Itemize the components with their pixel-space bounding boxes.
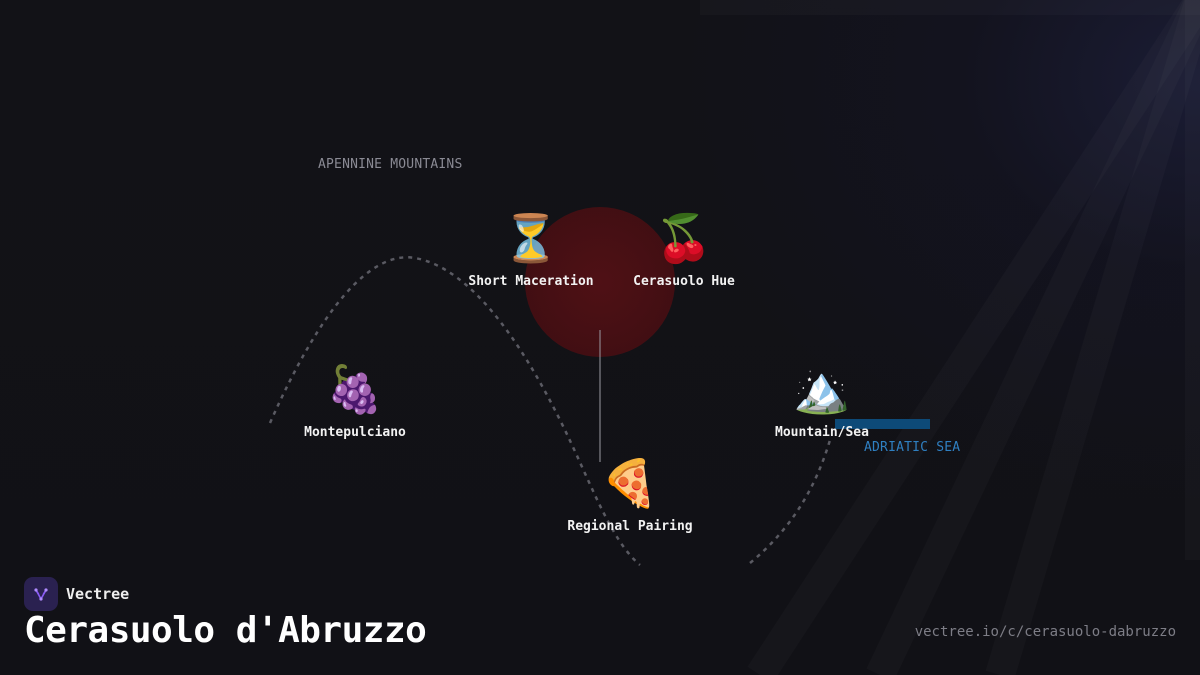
sea-dashed-path <box>749 439 832 564</box>
sea-label: ADRIATIC SEA <box>864 440 961 455</box>
node-regional-pairing[interactable]: 🍕 Regional Pairing <box>545 455 715 534</box>
mountain-dashed-path <box>268 256 641 566</box>
brand-name: Vectree <box>66 585 130 603</box>
node-label: Regional Pairing <box>567 519 693 534</box>
node-label: Mountain/Sea <box>775 425 869 440</box>
node-short-maceration[interactable]: ⏳ Short Maceration <box>446 210 616 289</box>
source-url[interactable]: vectree.io/c/cerasuolo-dabruzzo <box>914 624 1176 640</box>
vectree-logo-icon <box>24 577 58 611</box>
hourglass-icon: ⏳ <box>502 211 560 265</box>
node-label: Montepulciano <box>304 425 406 440</box>
node-label: Short Maceration <box>468 274 594 289</box>
center-circle <box>525 207 675 357</box>
pizza-icon: 🍕 <box>601 456 659 510</box>
snow-capped-mountain-icon: 🏔️ <box>793 362 851 416</box>
page-title: Cerasuolo d'Abruzzo <box>24 610 427 651</box>
node-cerasuolo-hue[interactable]: 🍒 Cerasuolo Hue <box>599 210 769 289</box>
node-mountain-sea[interactable]: 🏔️ Mountain/Sea <box>737 361 907 440</box>
grapes-icon: 🍇 <box>326 362 384 416</box>
node-montepulciano[interactable]: 🍇 Montepulciano <box>270 361 440 440</box>
sea-bar <box>835 419 930 429</box>
node-label: Cerasuolo Hue <box>633 274 735 289</box>
cherries-icon: 🍒 <box>655 211 713 265</box>
brand[interactable]: Vectree <box>24 577 129 611</box>
mountains-label: APENNINE MOUNTAINS <box>318 157 463 172</box>
